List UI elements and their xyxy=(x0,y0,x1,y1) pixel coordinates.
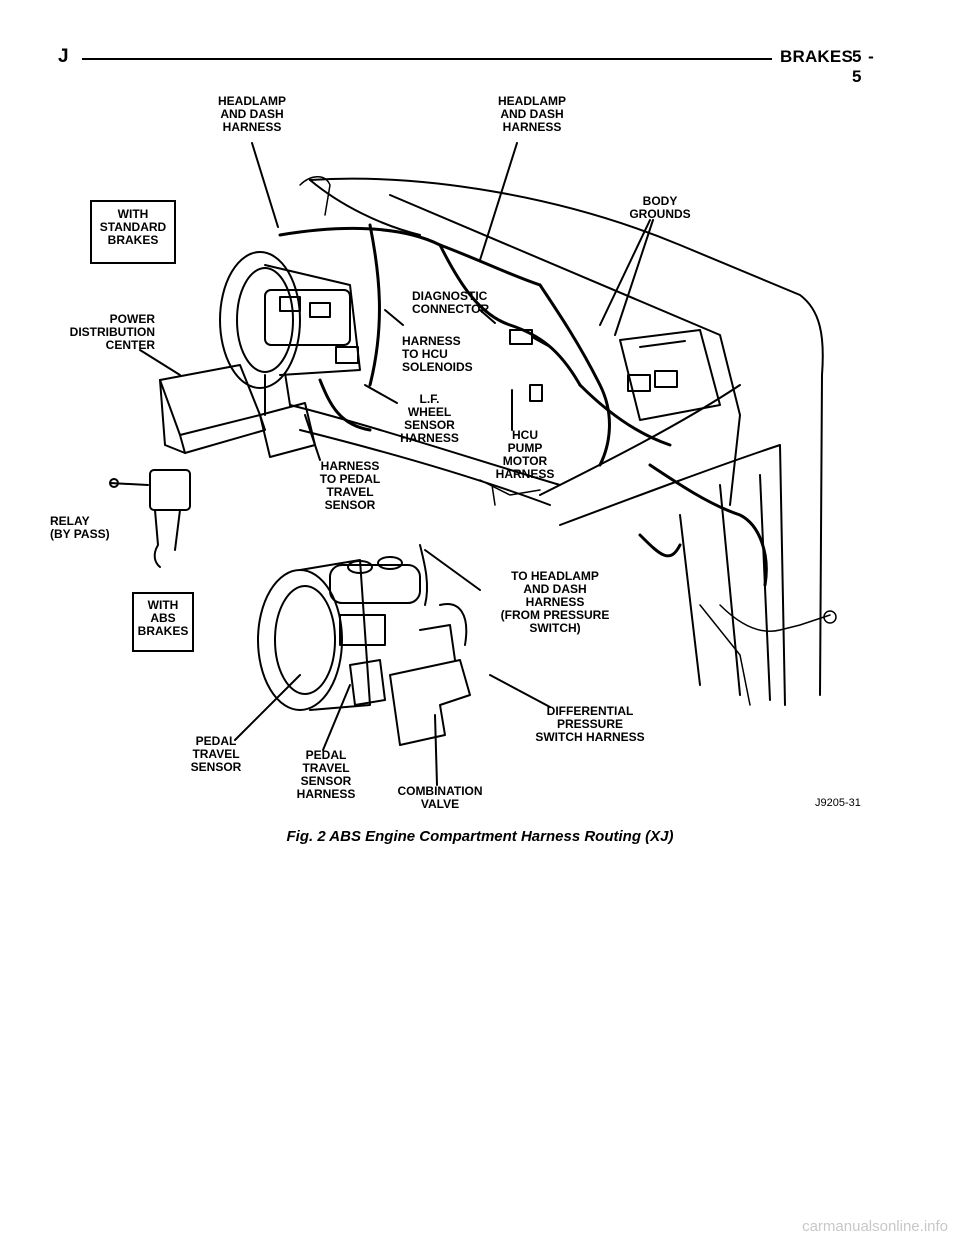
label-headlamp-left: HEADLAMP AND DASH HARNESS xyxy=(218,94,286,134)
figure-code: J9205-31 xyxy=(815,797,861,809)
label-diagnostic-connector: DIAGNOSTIC CONNECTOR xyxy=(412,289,490,316)
diagnostic-connector xyxy=(509,329,551,402)
label-combination-valve: COMBINATION VALVE xyxy=(397,784,483,811)
leader-lines xyxy=(139,142,654,786)
label-power-distribution: POWER DISTRIBUTION CENTER xyxy=(69,312,155,352)
figure-caption: Fig. 2 ABS Engine Compartment Harness Ro… xyxy=(286,828,674,845)
hcu-module xyxy=(619,329,721,421)
engine-compartment-illustration xyxy=(109,142,837,786)
page-number: 5 - 5 xyxy=(852,47,875,86)
label-to-headlamp-pressure: TO HEADLAMP AND DASH HARNESS (FROM PRESS… xyxy=(500,569,610,635)
combination-valve-abs xyxy=(389,544,471,746)
label-harness-hcu-solenoids: HARNESS TO HCU SOLENOIDS xyxy=(402,334,473,374)
chapter-letter: J xyxy=(58,46,69,67)
watermark-url: carmanualsonline.info xyxy=(802,1218,948,1235)
box-with-abs-brakes: WITH ABS BRAKES xyxy=(132,592,194,652)
label-body-grounds: BODY GROUNDS xyxy=(629,194,691,221)
label-relay-bypass: RELAY (BY PASS) xyxy=(50,514,110,541)
harness-routing-figure: WITH STANDARD BRAKES WITH ABS BRAKES HEA… xyxy=(40,85,880,825)
label-pedal-sensor-harness: PEDAL TRAVEL SENSOR HARNESS xyxy=(296,748,356,801)
label-hcu-pump-motor: HCU PUMP MOTOR HARNESS xyxy=(495,428,555,481)
booster-abs xyxy=(257,556,421,711)
page-header: J BRAKES 5 - 5 xyxy=(40,44,878,86)
label-headlamp-right: HEADLAMP AND DASH HARNESS xyxy=(498,94,566,134)
header-rule xyxy=(82,58,772,60)
booster-standard xyxy=(219,251,361,389)
label-lf-wheel-sensor: L.F. WHEEL SENSOR HARNESS xyxy=(400,392,459,445)
main-harness xyxy=(278,223,768,587)
detail-strokes xyxy=(299,176,837,706)
combination-valve-standard xyxy=(259,372,316,458)
label-differential-pressure: DIFFERENTIAL PRESSURE SWITCH HARNESS xyxy=(535,704,645,744)
box-with-standard-brakes: WITH STANDARD BRAKES xyxy=(90,200,176,264)
label-harness-pedal-sensor: HARNESS TO PEDAL TRAVEL SENSOR xyxy=(319,459,381,512)
power-distribution-box xyxy=(159,364,266,454)
section-title: BRAKES xyxy=(780,47,853,66)
label-pedal-travel-sensor: PEDAL TRAVEL SENSOR xyxy=(190,734,242,774)
relay-unit xyxy=(109,469,191,568)
